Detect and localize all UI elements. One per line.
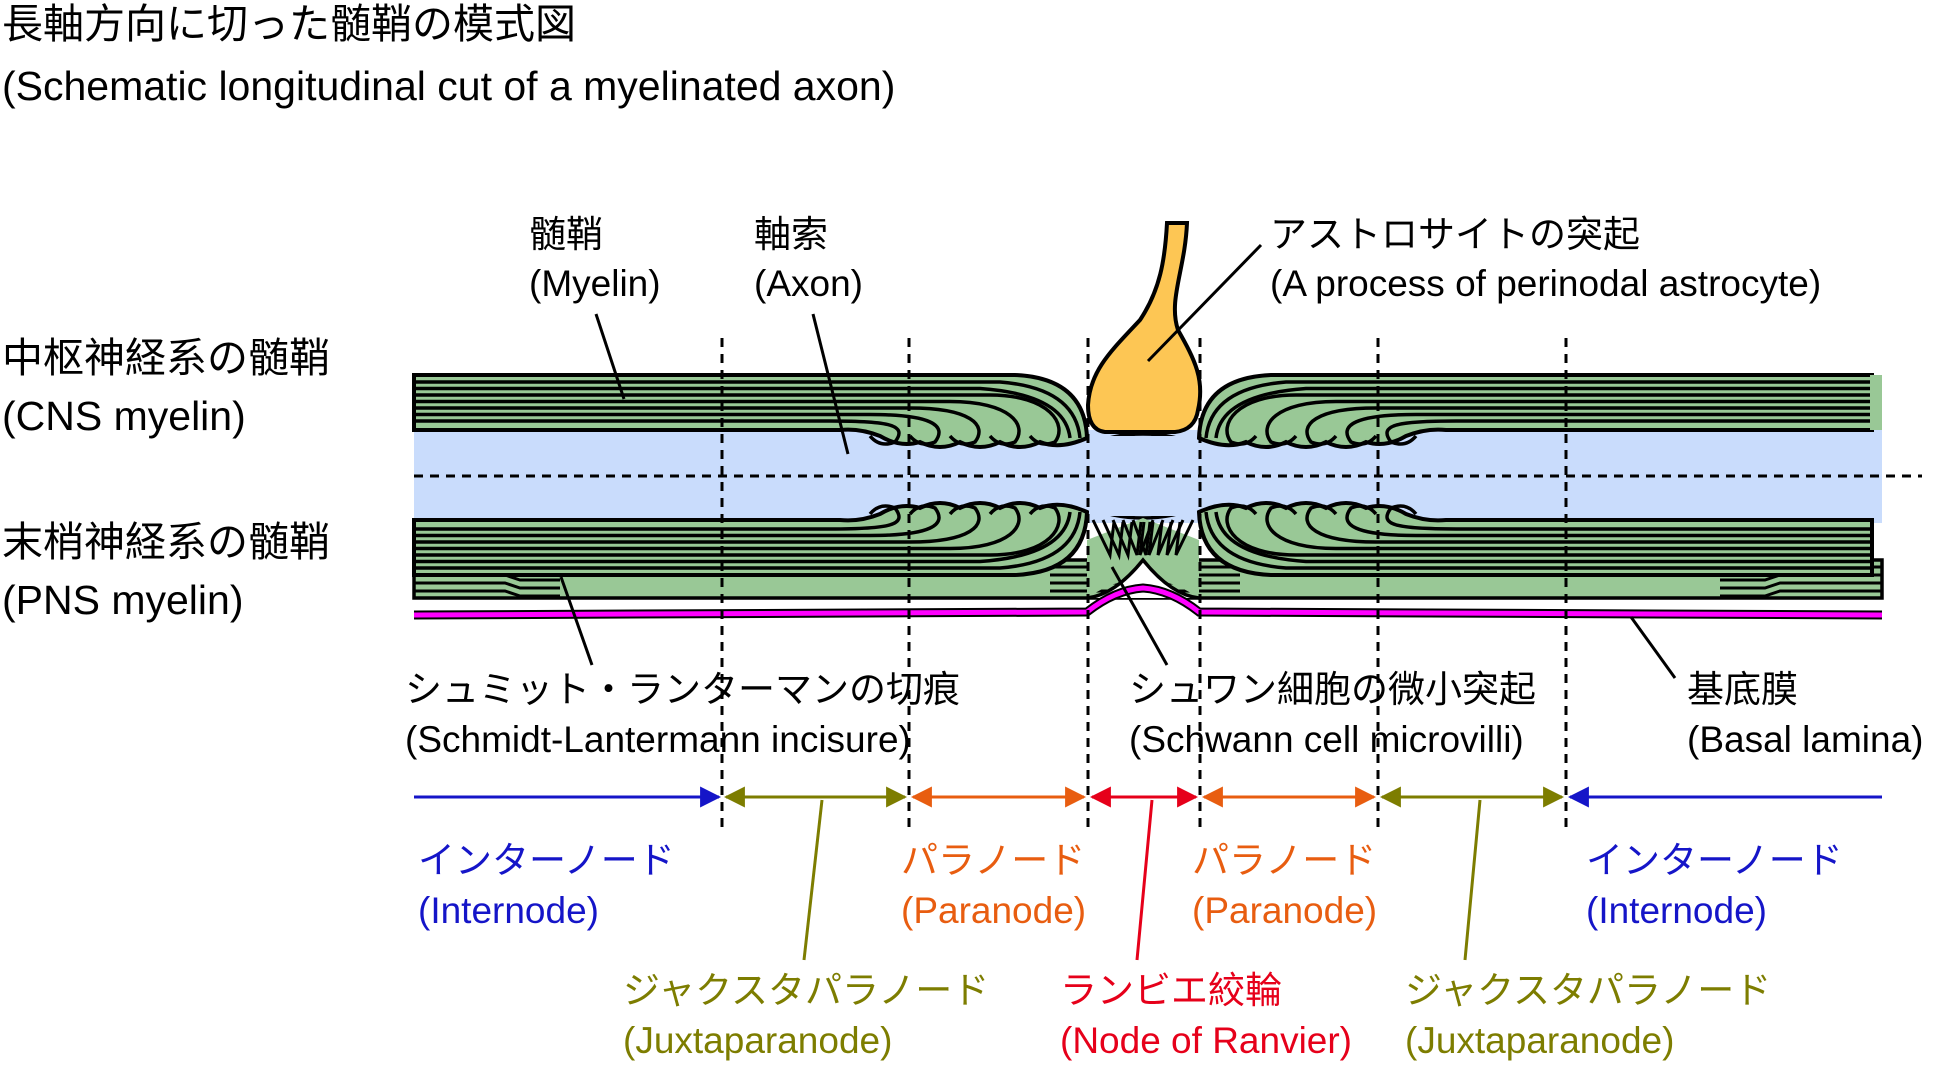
region-arrows: [414, 786, 1882, 961]
region-boundaries: [720, 338, 1568, 830]
juxta-left-ja: ジャクスタパラノード: [623, 970, 989, 1011]
internode-right-ja: インターノード: [1586, 840, 1843, 881]
leader-lines: [559, 243, 1677, 679]
juxta-left-en: (Juxtaparanode): [623, 1020, 892, 1061]
juxta-right-en: (Juxtaparanode): [1405, 1020, 1674, 1061]
title-ja: 長軸方向に切った髄鞘の模式図: [2, 1, 576, 47]
title-en: (Schematic longitudinal cut of a myelina…: [2, 63, 895, 109]
myelin-label-en: (Myelin): [529, 263, 661, 304]
paranode-right-en: (Paranode): [1192, 890, 1377, 931]
incisure-label-en: (Schmidt-Lantermann incisure): [405, 719, 911, 760]
internode-left-en: (Internode): [418, 890, 599, 931]
basal-lamina-label-ja: 基底膜: [1687, 669, 1798, 710]
pns-label-ja: 末梢神経系の髄鞘: [2, 519, 330, 565]
cns-label-ja: 中枢神経系の髄鞘: [2, 335, 330, 381]
microvilli-label-en: (Schwann cell microvilli): [1129, 719, 1524, 760]
pns-label-en: (PNS myelin): [2, 577, 243, 623]
axon-label-ja: 軸索: [754, 214, 828, 255]
node-ja: ランビエ絞輪: [1060, 970, 1282, 1011]
basal-lamina-label-en: (Basal lamina): [1687, 719, 1923, 760]
paranode-right-ja: パラノード: [1192, 840, 1376, 881]
myelin-label-ja: 髄鞘: [529, 214, 603, 255]
schwann-microvilli: [1091, 519, 1195, 561]
paranode-left-ja: パラノード: [901, 840, 1085, 881]
astrocyte-label-en: (A process of perinodal astrocyte): [1270, 263, 1821, 304]
paranode-left-en: (Paranode): [901, 890, 1086, 931]
astrocyte-label-ja: アストロサイトの突起: [1270, 214, 1640, 255]
axon-label-en: (Axon): [754, 263, 863, 304]
internode-right-en: (Internode): [1586, 890, 1767, 931]
cns-label-en: (CNS myelin): [2, 393, 246, 439]
node-en: (Node of Ranvier): [1060, 1020, 1352, 1061]
incisure-label-ja: シュミット・ランターマンの切痕: [405, 669, 960, 710]
astrocyte-process: [1085, 221, 1203, 434]
microvilli-label-ja: シュワン細胞の微小突起: [1129, 669, 1536, 710]
axon: [414, 430, 1882, 523]
juxta-right-ja: ジャクスタパラノード: [1405, 970, 1771, 1011]
internode-left-ja: インターノード: [418, 840, 675, 881]
